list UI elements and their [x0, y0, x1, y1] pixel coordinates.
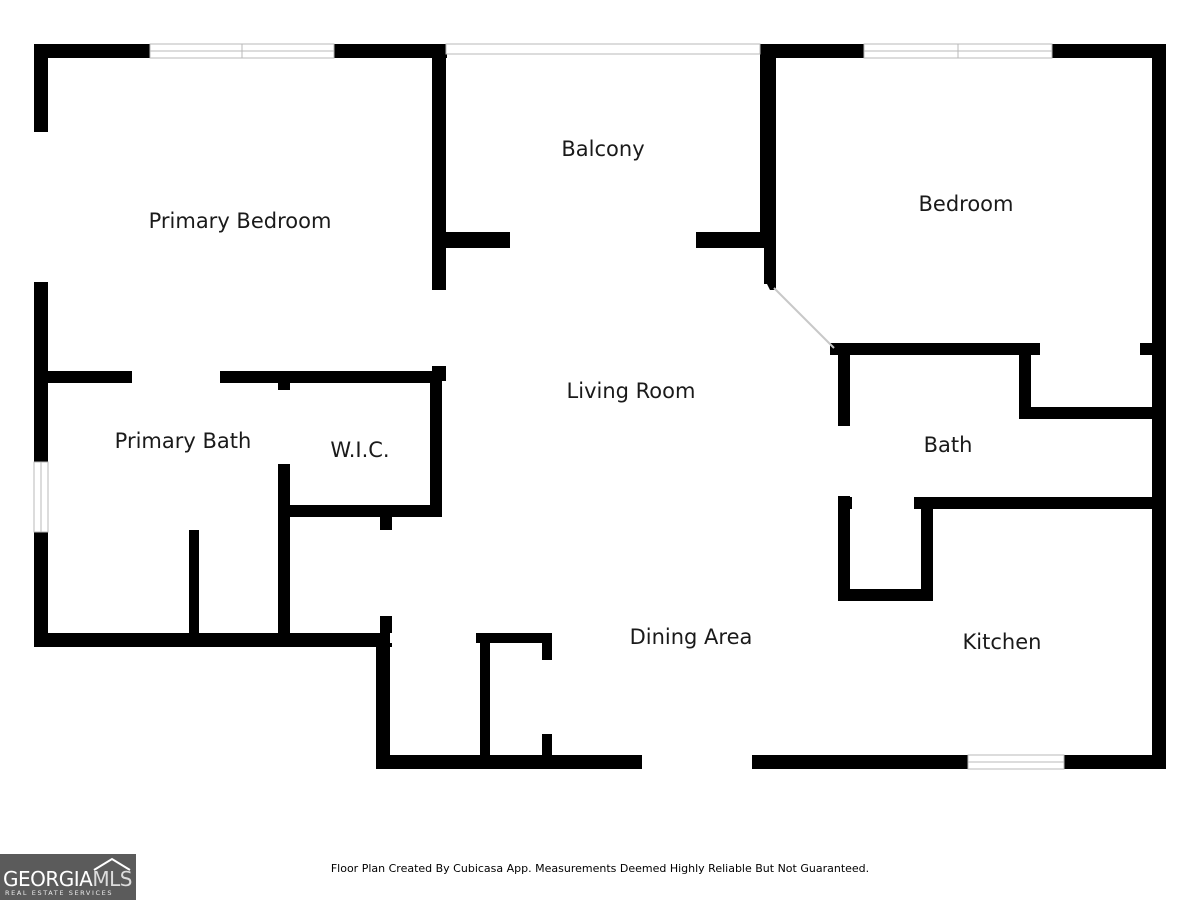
wall-bedroom-left: [764, 44, 776, 284]
label-primary-bath: Primary Bath: [115, 429, 252, 453]
door-hall: [380, 530, 392, 616]
door-linen: [852, 497, 914, 509]
label-balcony: Balcony: [561, 137, 644, 161]
footer-note: Floor Plan Created By Cubicasa App. Meas…: [330, 862, 870, 875]
label-dining-area: Dining Area: [630, 625, 753, 649]
room-labels: Primary Bedroom Balcony Bedroom Living R…: [115, 137, 1042, 654]
opening-balcony-top: [445, 43, 761, 55]
wall-wic-bottom: [278, 505, 442, 517]
wall-linen-right: [921, 497, 933, 601]
door-primary-bath: [132, 371, 220, 383]
wall-closet-left: [1019, 343, 1031, 418]
door-bedroom-closet: [1040, 343, 1140, 355]
wall-balcony-left: [432, 44, 446, 248]
label-bath: Bath: [924, 433, 973, 457]
label-primary-bedroom: Primary Bedroom: [149, 209, 332, 233]
wall-primary-bath-stub: [189, 530, 199, 647]
georgia-mls-logo: GEORGIAMLS REAL ESTATE SERVICES: [0, 854, 136, 900]
door-bath: [838, 426, 850, 496]
openings: [33, 43, 1140, 770]
logo-brand-b: MLS: [92, 867, 132, 891]
label-living-room: Living Room: [567, 379, 696, 403]
label-wic: W.I.C.: [330, 438, 389, 462]
wall-primary-bedroom-bottom: [34, 371, 442, 383]
wall-closet2-top: [476, 633, 552, 643]
wall-bath-bottom: [838, 497, 1166, 509]
logo-tagline: REAL ESTATE SERVICES: [5, 889, 114, 897]
wall-right: [1152, 44, 1166, 769]
door-closet-side: [542, 660, 552, 734]
wall-wic-right: [430, 371, 442, 517]
logo-brand-a: GEORGIA: [3, 867, 93, 891]
door-primary-bedroom: [432, 290, 446, 366]
wall-linen-bottom: [838, 589, 933, 601]
door-balcony: [510, 232, 696, 248]
label-kitchen: Kitchen: [963, 630, 1042, 654]
opening-primary-bedroom-left: [34, 132, 48, 282]
house-roof-icon: [93, 857, 131, 871]
bedroom-angled-door: [764, 278, 842, 355]
logo-wordmark: GEORGIAMLS: [3, 867, 132, 891]
wall-bottom-left: [34, 633, 390, 647]
door-front: [642, 755, 752, 769]
wall-step: [376, 633, 390, 769]
label-bedroom: Bedroom: [919, 192, 1014, 216]
door-closet-lower: [390, 633, 476, 643]
wall-closet-bottom: [1019, 407, 1166, 419]
door-wic: [278, 390, 290, 464]
wall-closet2-mid: [480, 633, 490, 769]
